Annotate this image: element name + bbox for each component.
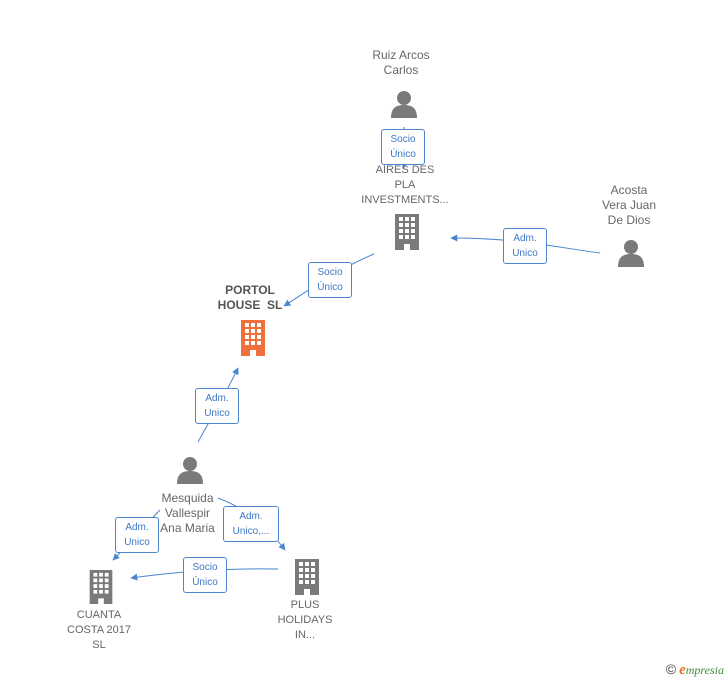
node-label-aires[interactable]: AIRES DES PLA INVESTMENTS... [345,163,465,208]
node-name-line: INVESTMENTS... [361,194,449,206]
node-name-line: SL [92,639,106,651]
edge-label-mesquida-plus[interactable]: Adm. Unico,... [223,506,279,542]
node-label-portol[interactable]: PORTOL HOUSE SL [200,283,300,313]
edge-label-line: Único [192,577,218,588]
building-icon[interactable] [295,559,319,595]
node-name-line: HOLIDAYS [277,614,333,626]
node-label-ruiz[interactable]: Ruiz Arcos Carlos [351,48,451,78]
node-name-line: HOUSE SL [217,298,283,312]
edge-label-mesquida-portol[interactable]: Adm. Unico [195,388,239,424]
node-name-line: PORTOL [225,283,275,297]
edge-label-line: Unico [512,248,538,259]
copyright-icon: © [665,661,677,677]
node-name-line: IN... [294,629,316,641]
edge-label-line: Único [317,282,343,293]
building-icon[interactable] [89,570,113,604]
node-name-line: AIRES DES [375,164,435,176]
brand-name: mpresia [685,663,724,677]
node-label-cuanta[interactable]: CUANTA COSTA 2017 SL [54,608,144,653]
edge-label-line: Socio [192,562,218,573]
building-icon[interactable] [395,214,419,250]
node-name-line: PLUS [290,599,320,611]
brand-initial: e [679,662,686,678]
person-icon[interactable] [391,91,417,118]
person-icon[interactable] [618,240,644,267]
edge-label-acosta-aires[interactable]: Adm. Unico [503,228,547,264]
node-name-line: Vera Juan [601,198,657,212]
edge-label-plus-cuanta[interactable]: Socio Único [183,557,227,593]
edge-label-line: Unico [124,537,150,548]
node-name-line: Vallespir [164,506,211,520]
edge-label-line: Único [390,149,416,160]
edge-label-line: Adm. [125,522,149,533]
edge-label-line: Unico,... [232,526,270,537]
edge-label-line: Adm. [513,233,537,244]
node-name-line: COSTA 2017 [67,624,131,636]
node-name-line: Ana Maria [160,521,215,535]
node-name-line: CUANTA [76,609,122,621]
node-name-line: Ruiz Arcos [372,48,430,62]
edge-label-ruiz-aires[interactable]: Socio Único [381,129,425,165]
node-name-line: De Dios [607,213,651,227]
node-name-line: Acosta [610,183,648,197]
edge-label-line: Adm. [239,511,263,522]
edge-label-aires-portol[interactable]: Socio Único [308,262,352,298]
edge-label-line: Socio [390,134,416,145]
node-name-line: PLA [394,179,416,191]
node-name-line: Carlos [383,63,419,77]
edge-label-mesquida-cuanta[interactable]: Adm. Unico [115,517,159,553]
node-label-acosta[interactable]: Acosta Vera Juan De Dios [584,183,674,228]
node-label-plus[interactable]: PLUS HOLIDAYS IN... [262,598,348,643]
brand-watermark: © empresia [666,661,724,679]
building-icon[interactable] [241,320,265,356]
edge-label-line: Unico [204,408,230,419]
node-name-line: Mesquida [161,491,214,505]
node-label-mesquida[interactable]: Mesquida Vallespir Ana Maria [140,491,235,536]
edge-label-line: Socio [317,267,343,278]
edge-label-line: Adm. [205,393,229,404]
person-icon[interactable] [177,457,203,484]
